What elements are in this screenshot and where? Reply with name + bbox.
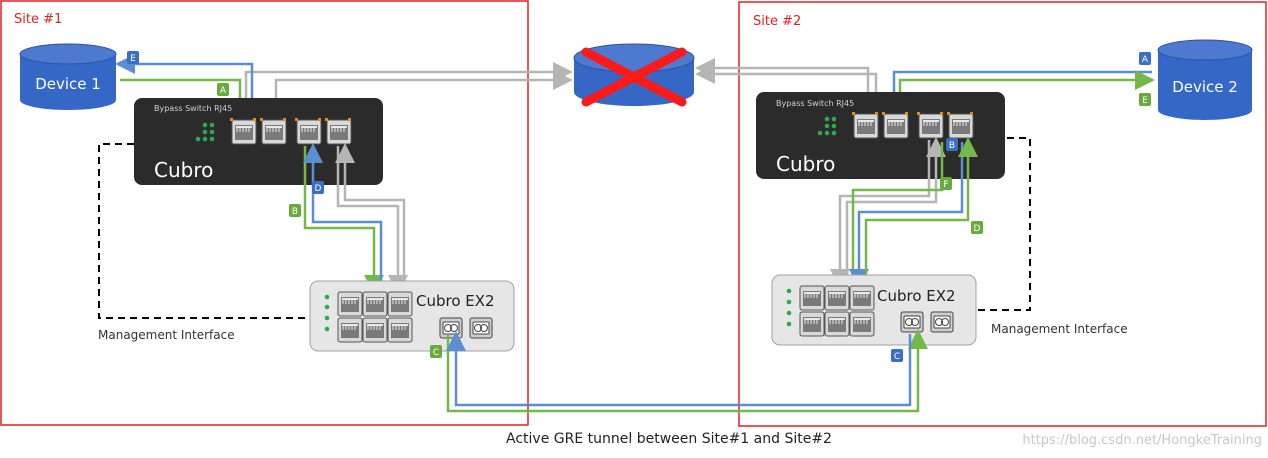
svg-text:B: B — [292, 207, 298, 217]
diagram-caption: Active GRE tunnel between Site#1 and Sit… — [506, 431, 832, 447]
switch-brand-site-1: Cubro — [154, 158, 213, 182]
device-2-icon — [1157, 39, 1253, 120]
svg-text:C: C — [894, 352, 900, 362]
rj45-port-icon — [918, 113, 944, 139]
ex2-box-site-1: Cubro EX2 — [309, 280, 515, 352]
rj45-port-icon — [849, 311, 875, 337]
svg-text:C: C — [433, 348, 439, 358]
ex2-label-site-2: Cubro EX2 — [877, 287, 956, 305]
rj45-port-icon — [849, 285, 875, 311]
rj45-port-icon — [824, 285, 850, 311]
rj45-port-icon — [337, 291, 363, 317]
device-2-label: Device 2 — [1172, 78, 1238, 96]
rj45-port-icon — [387, 291, 413, 317]
sfp-port-icon — [900, 311, 924, 333]
router-failed-icon — [573, 43, 695, 107]
green-link-site2-ex2-switch-f — [851, 142, 944, 284]
device-1-icon — [19, 43, 117, 110]
green-link-site2-ex2-switch-d — [864, 137, 978, 284]
svg-text:D: D — [315, 184, 322, 194]
sfp-port-icon — [469, 317, 493, 339]
status-leds-site-1 — [195, 122, 215, 142]
svg-text:E: E — [130, 54, 136, 64]
switch-brand-site-2: Cubro — [776, 152, 835, 176]
sfp-port-icon — [439, 317, 463, 339]
svg-text:E: E — [1142, 96, 1148, 106]
rj45-port-icon — [799, 285, 825, 311]
site-2-label: Site #2 — [753, 14, 801, 29]
badge-site2-d: D — [971, 221, 983, 234]
green-link-gre-tunnel — [446, 329, 928, 413]
blue-link-site2-switch-ex2-b — [849, 142, 964, 289]
svg-text:A: A — [220, 86, 227, 96]
rj45-port-icon — [799, 311, 825, 337]
sfp-port-icon — [930, 311, 954, 333]
badge-site2-c: C — [891, 349, 903, 362]
rj45-port-icon — [883, 113, 909, 139]
rj45-port-icon — [326, 119, 352, 145]
management-line-site-1 — [98, 143, 310, 319]
watermark: https://blog.csdn.net/HongkeTraining — [1022, 433, 1262, 448]
badge-site1-e: E — [127, 51, 139, 64]
bypass-switch-label-site-2: Bypass Switch RJ45 — [776, 99, 854, 108]
rj45-port-icon — [948, 113, 974, 139]
gray-link-site2-switch-ex2-b — [845, 137, 946, 284]
gray-link-site1-switch-ex2-a — [336, 146, 408, 295]
rj45-port-icon — [261, 119, 287, 145]
gray-link-site2-switch-ex2-a — [830, 140, 931, 289]
svg-text:F: F — [943, 180, 948, 190]
green-link-site1-switch-ex2-b — [303, 146, 384, 295]
rj45-port-icon — [362, 317, 388, 343]
badge-site1-b: B — [289, 204, 301, 217]
rj45-port-icon — [337, 317, 363, 343]
ex2-label-site-1: Cubro EX2 — [416, 292, 495, 310]
management-line-site-2 — [977, 137, 1031, 311]
management-label-site-1: Management Interface — [98, 328, 235, 342]
rj45-port-icon — [362, 291, 388, 317]
site-1-label: Site #1 — [14, 12, 62, 27]
badge-site1-c: C — [430, 345, 442, 358]
svg-text:A: A — [1142, 55, 1149, 65]
rj45-port-icon — [231, 119, 257, 145]
rj45-port-icon — [824, 311, 850, 337]
device-1-label: Device 1 — [35, 75, 101, 93]
site-1-frame — [0, 0, 529, 426]
svg-text:D: D — [974, 224, 981, 234]
gray-link-site1-switch-ex2-b — [335, 143, 406, 290]
bypass-switch-label-site-1: Bypass Switch RJ45 — [154, 104, 232, 113]
badge-site2-e: E — [1139, 93, 1151, 106]
badge-site2-f: F — [940, 177, 952, 190]
ex2-box-site-2: Cubro EX2 — [771, 274, 977, 346]
badge-site1-a: A — [217, 83, 229, 96]
blue-link-gre-tunnel — [446, 331, 912, 407]
badge-site2-a: A — [1139, 52, 1151, 65]
site-2-frame — [738, 1, 1267, 427]
rj45-port-icon — [853, 113, 879, 139]
rj45-port-icon — [296, 119, 322, 145]
status-leds-site-2 — [817, 116, 837, 136]
badge-site2-b: B — [946, 138, 958, 151]
rj45-port-icon — [387, 317, 413, 343]
badge-site1-d: D — [312, 181, 324, 194]
svg-text:B: B — [949, 141, 955, 151]
management-label-site-2: Management Interface — [991, 322, 1128, 336]
bypass-switch-site-1: Bypass Switch RJ45 Cubro — [134, 98, 383, 185]
